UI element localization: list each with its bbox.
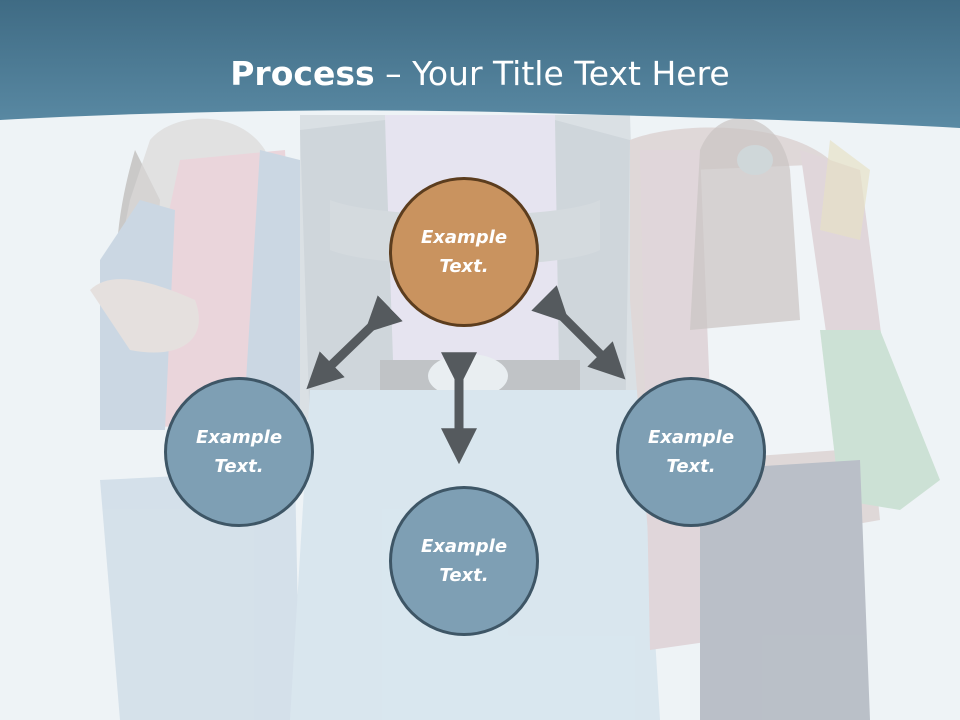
process-node-bottom: Example Text. (389, 486, 539, 636)
process-node-right: Example Text. (616, 377, 766, 527)
title-rest: Your Title Text Here (412, 54, 730, 93)
process-node-center: Example Text. (389, 177, 539, 327)
node-left-label: Example Text. (195, 427, 283, 477)
node-center-label: Example Text. (420, 227, 508, 277)
arrow-right-diagonal (531, 285, 626, 380)
title-bold: Process (230, 54, 375, 93)
title-dash: – (374, 54, 413, 93)
node-right-label: Example Text. (647, 427, 735, 477)
node-bottom-label: Example Text. (420, 536, 508, 586)
process-node-left: Example Text. (164, 377, 314, 527)
page-title: Process – Your Title Text Here (0, 52, 960, 96)
arrow-left-diagonal (306, 295, 403, 390)
header-banner (0, 0, 960, 128)
